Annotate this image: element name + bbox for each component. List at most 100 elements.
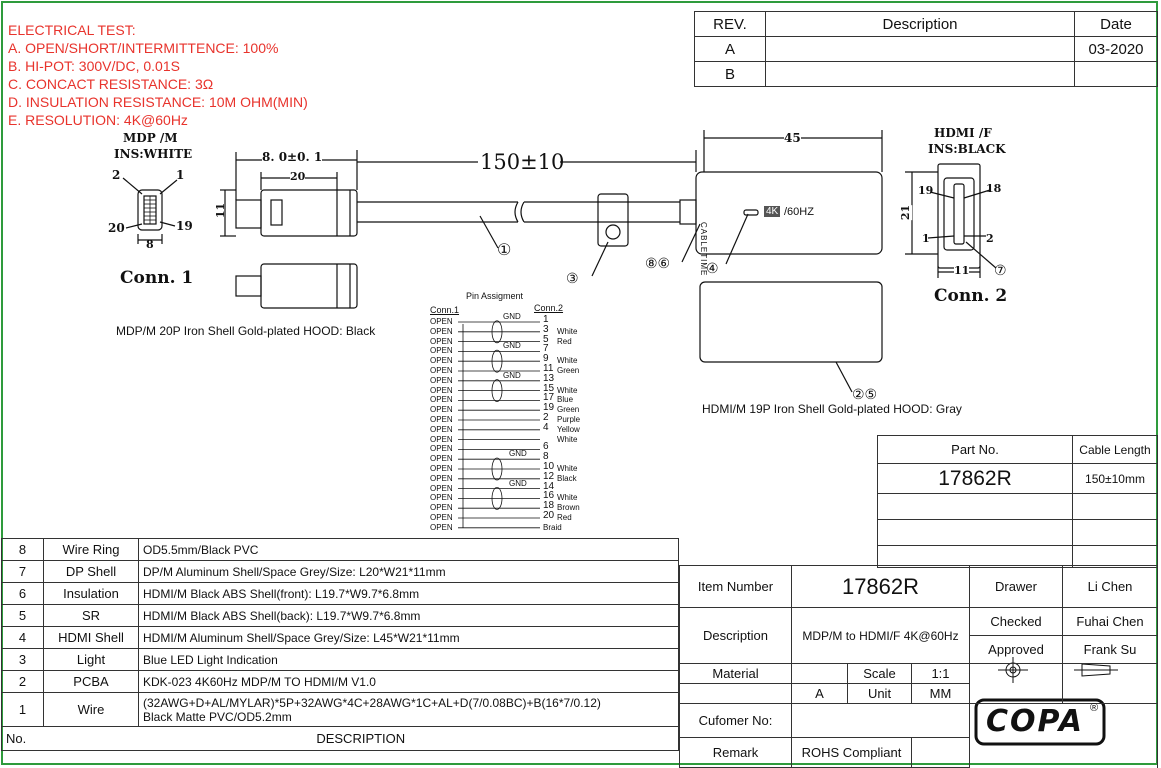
- pin-conn1-header: Conn.1: [430, 305, 460, 315]
- electrical-test-b: B. HI-POT: 300V/DC, 0.01S: [8, 58, 180, 74]
- bom-item-desc: KDK-023 4K60Hz MDP/M TO HDMI/M V1.0: [138, 670, 679, 693]
- hdmi-pin2-label: 2: [986, 232, 994, 245]
- bom-item-no: 2: [1, 670, 44, 693]
- bom-item-desc: HDMI/M Black ABS Shell(back): L19.7*W9.7…: [138, 604, 679, 627]
- bom-wire-desc: (32AWG+D+AL/MYLAR)*5P+32AWG*4C+28AWG*1C+…: [138, 692, 679, 727]
- drawer-value: Li Chen: [1062, 565, 1158, 608]
- mdp-pin1-label: 1: [176, 168, 185, 182]
- item-number-label: Item Number: [679, 565, 792, 608]
- gnd-label: GND: [509, 478, 527, 488]
- pin-open-label: OPEN: [430, 346, 453, 356]
- pin-conn2-header: Conn.2: [534, 303, 564, 313]
- bom-item-name: Wire Ring: [43, 538, 139, 561]
- dim-45: 45: [784, 131, 801, 145]
- conn1-label: Conn. 1: [120, 268, 194, 288]
- bom-item-desc: DP/M Aluminum Shell/Space Grey/Size: L20…: [138, 560, 679, 583]
- pin-wire-color: Blue: [557, 395, 574, 405]
- pin-wire-color: Green: [557, 405, 580, 415]
- pin-wire-color: Green: [557, 366, 580, 375]
- dim-20: 20: [290, 170, 306, 183]
- pin-open-label: OPEN: [430, 326, 453, 336]
- bom-item-name: Light: [43, 648, 139, 671]
- pin-open-label: OPEN: [430, 473, 453, 483]
- hdmi-shell: [695, 171, 883, 255]
- pin-wire-color: Purple: [557, 415, 581, 424]
- rev-header: REV.: [694, 11, 766, 37]
- mdp-plug-tip: [235, 199, 262, 229]
- bom-item-no: 4: [1, 626, 44, 649]
- led-indicator: [743, 209, 759, 216]
- pin-wire-color: Brown: [557, 503, 580, 513]
- pin-wire-color: Yellow: [557, 424, 580, 434]
- pin-number: 11: [543, 363, 554, 374]
- mdp-insulation: INS:WHITE: [114, 147, 193, 161]
- pin-open-label: OPEN: [430, 483, 453, 493]
- hdmi-pin1-label: 1: [922, 232, 930, 245]
- callout-3: ③: [566, 270, 579, 286]
- pin-open-label: OPEN: [430, 503, 453, 513]
- wire-ring: [597, 193, 629, 247]
- remark-value: ROHS Compliant: [791, 737, 912, 768]
- hdmi-pin18-label: 18: [986, 182, 1002, 195]
- bom-item-no: 7: [1, 560, 44, 583]
- mdp-plug-window: [270, 199, 283, 226]
- scale-value: 1:1: [911, 663, 970, 684]
- mdp-pin20-label: 20: [108, 221, 125, 235]
- bom-wire-no: 1: [1, 692, 44, 727]
- mdp-side-shell: [260, 263, 358, 309]
- pin-open-label: OPEN: [430, 395, 453, 405]
- gnd-label: GND: [503, 370, 521, 380]
- hdmi-insulation: INS:BLACK: [928, 142, 1006, 156]
- pin-wire-color: Red: [557, 336, 572, 346]
- pin-number: 14: [543, 480, 555, 492]
- mdp-pin19-label: 19: [176, 219, 193, 233]
- callout-7: ⑦: [994, 262, 1007, 278]
- hdmi-face-opening: [943, 177, 975, 251]
- pin-number: 18: [543, 500, 555, 512]
- material-label: Material: [679, 663, 792, 684]
- pin-open-label: OPEN: [430, 424, 453, 434]
- mdp-dim-8: 8: [146, 238, 154, 251]
- callout-4: ④: [706, 260, 719, 276]
- pin-open-label: OPEN: [430, 317, 453, 326]
- electrical-test-d: D. INSULATION RESISTANCE: 10M OHM(MIN): [8, 94, 308, 110]
- part-no-label: Part No.: [877, 435, 1073, 464]
- pin-wire-color: White: [557, 493, 578, 503]
- braid-label: Braid: [543, 522, 562, 532]
- pin-open-label: OPEN: [430, 375, 453, 385]
- hdmi-dim-11: 11: [954, 264, 970, 277]
- unit-label: Unit: [847, 683, 912, 704]
- electrical-test-c: C. CONCACT RESISTANCE: 3Ω: [8, 76, 214, 92]
- bom-item-name: Insulation: [43, 582, 139, 605]
- mdp-face-outline: [137, 189, 163, 231]
- electrical-test-a: A. OPEN/SHORT/INTERMITTENCE: 100%: [8, 40, 279, 56]
- checked-value: Fuhai Chen: [1062, 607, 1158, 636]
- logo-registered-mark: ®: [1090, 702, 1099, 714]
- callout-8-6: ⑧⑥: [645, 255, 671, 271]
- hdmi-face-tongue: [953, 183, 965, 245]
- rev-value: A: [791, 683, 848, 704]
- bom-item-name: SR: [43, 604, 139, 627]
- shield-ellipse: [491, 457, 503, 481]
- mdp-plug-shell: [260, 189, 358, 237]
- shield-ellipse: [491, 349, 503, 373]
- pin-assignment-title: Pin Assigment: [466, 291, 524, 301]
- hdmi-strain-relief: [679, 199, 697, 225]
- bom-wire-desc-line2: Black Matte PVC/OD5.2mm: [143, 709, 292, 724]
- pin-open-label: OPEN: [430, 454, 453, 464]
- rev-b-desc: [765, 61, 1075, 87]
- bom-item-desc: Blue LED Light Indication: [138, 648, 679, 671]
- hdmi-description: HDMI/M 19P Iron Shell Gold-plated HOOD: …: [702, 402, 962, 416]
- hdmi-side-view: [699, 281, 883, 363]
- pin-number: 15: [543, 382, 555, 394]
- dim-11-vertical: 11: [214, 202, 228, 219]
- pin-wire-color: Black: [557, 473, 577, 483]
- rev-date-header: Date: [1074, 11, 1158, 37]
- bom-item-desc: OD5.5mm/Black PVC: [138, 538, 679, 561]
- pin-wire-color: White: [557, 356, 578, 366]
- bom-footer-no: No.: [1, 726, 44, 751]
